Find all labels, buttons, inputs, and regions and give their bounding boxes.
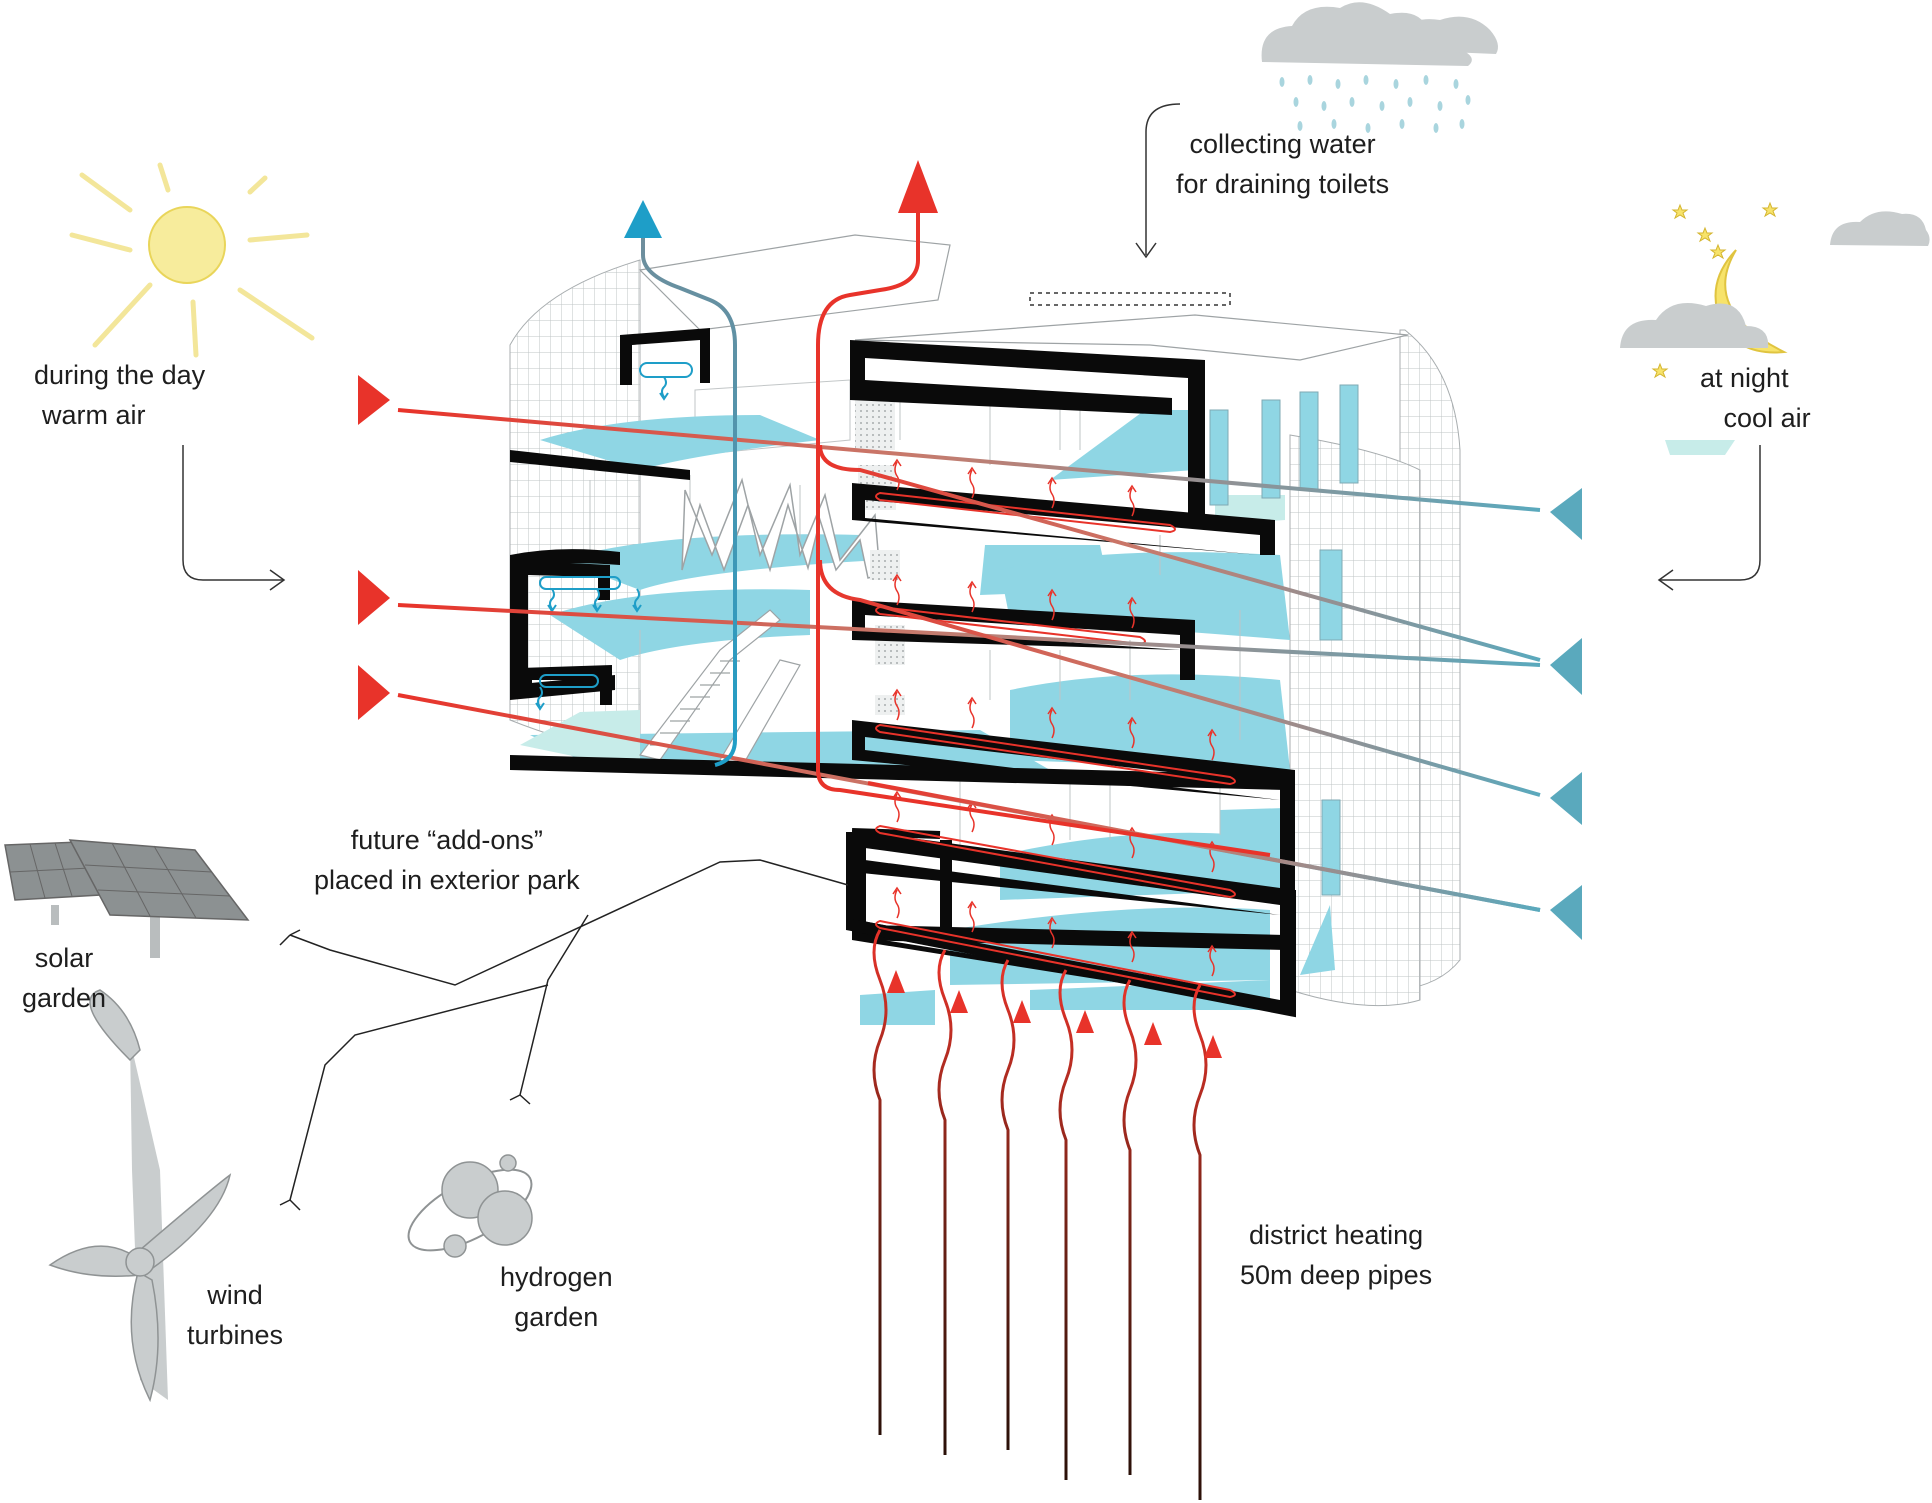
heating-label: district heating 50m deep pipes [1240, 1220, 1433, 1290]
day-arrow [182, 445, 286, 591]
arrow-icon [624, 200, 662, 238]
arrow-icon [1550, 638, 1582, 695]
exhaust-warm-air [816, 160, 1271, 857]
arrow-icon [1013, 1000, 1031, 1023]
wind-turbine-icon [48, 989, 232, 1403]
arrow-icon [1144, 1022, 1162, 1045]
sun-icon [69, 162, 315, 358]
solar-panel-icon [4, 839, 250, 958]
star-icon [1651, 201, 1779, 379]
wind-label: wind turbines [187, 1280, 284, 1350]
arrow-icon [898, 160, 938, 213]
heat-rise-arrows [892, 458, 1217, 977]
exhaust-cool-air [624, 200, 737, 767]
day-label: during the day warm air [34, 360, 206, 430]
addon-connection-lines [279, 859, 849, 1211]
night-cloud-left [1620, 303, 1769, 348]
night-arrow [1657, 445, 1761, 591]
arrow-icon [1550, 772, 1582, 825]
hydrogen-icon [407, 1154, 533, 1258]
arrow-icon [1076, 1010, 1094, 1033]
building-section [509, 234, 1735, 1025]
arrow-icon [1204, 1035, 1222, 1058]
arrow-icon [1550, 885, 1582, 940]
night-cloud-right [1830, 211, 1930, 246]
cool-air-intakes [1550, 488, 1582, 940]
warm-air-intakes [358, 375, 1541, 912]
arrow-icon [358, 375, 390, 425]
arrow-icon [887, 970, 905, 993]
arrow-icon [1550, 488, 1582, 540]
night-label: at night cool air [1700, 363, 1811, 433]
rain-cloud-icon [1261, 2, 1498, 133]
water-label: collecting water for draining toilets [1176, 129, 1390, 199]
arrow-icon [358, 665, 390, 720]
water-arrow [1135, 103, 1181, 259]
arrow-icon [358, 570, 390, 625]
district-heating-pipes [872, 929, 1208, 1500]
arrow-icon [950, 990, 968, 1013]
hydrogen-label: hydrogen garden [500, 1262, 613, 1332]
cooling-units [535, 362, 693, 711]
solar-label: solar garden [22, 943, 107, 1013]
addons-label: future “add-ons” placed in exterior park [314, 825, 580, 895]
